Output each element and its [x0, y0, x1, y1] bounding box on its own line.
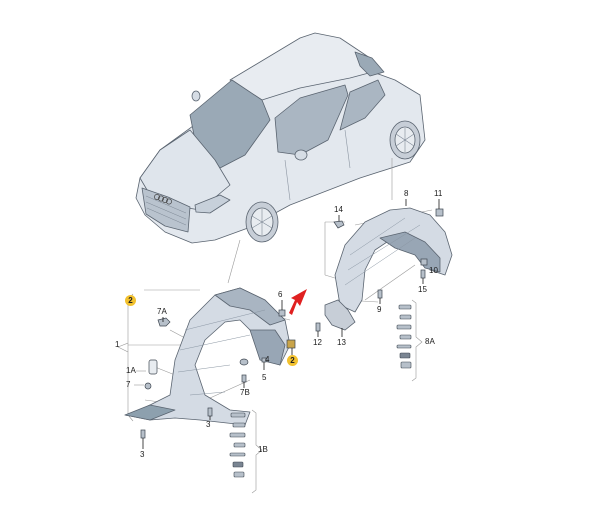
- callout-1A: 1A: [126, 366, 136, 375]
- callout-badge-2-highlighted: 2: [287, 355, 298, 366]
- callout-3-a: 3: [206, 420, 211, 429]
- callout-15: 15: [418, 285, 427, 294]
- callout-5: 5: [262, 373, 267, 382]
- bracket-13: [324, 299, 356, 331]
- callout-9: 9: [377, 305, 382, 314]
- callout-14: 14: [334, 205, 343, 214]
- callout-11: 11: [434, 189, 443, 198]
- fastener-kit-8a: [396, 304, 412, 369]
- callout-7B: 7B: [240, 388, 250, 397]
- front-wheel-housing-liner: [124, 287, 291, 426]
- callout-6: 6: [278, 290, 283, 299]
- callout-3-b: 3: [140, 450, 145, 459]
- callout-7A: 7A: [157, 307, 167, 316]
- callout-12: 12: [313, 338, 322, 347]
- callout-4: 4: [265, 355, 270, 364]
- callout-8: 8: [404, 189, 409, 198]
- callout-1: 1: [115, 340, 120, 349]
- callout-13: 13: [337, 338, 346, 347]
- callout-1B: 1B: [258, 445, 268, 454]
- callout-10: 10: [429, 266, 438, 275]
- rear-wheel-housing-liner: [334, 207, 453, 313]
- car-illustration: [135, 32, 426, 244]
- callout-badge-2: 2: [125, 295, 136, 306]
- label-ticks: [142, 199, 440, 449]
- red-arrow-indicator: [289, 289, 307, 315]
- callout-8A: 8A: [425, 337, 435, 346]
- fastener-kit-1b: [229, 412, 246, 478]
- callout-7: 7: [126, 380, 131, 389]
